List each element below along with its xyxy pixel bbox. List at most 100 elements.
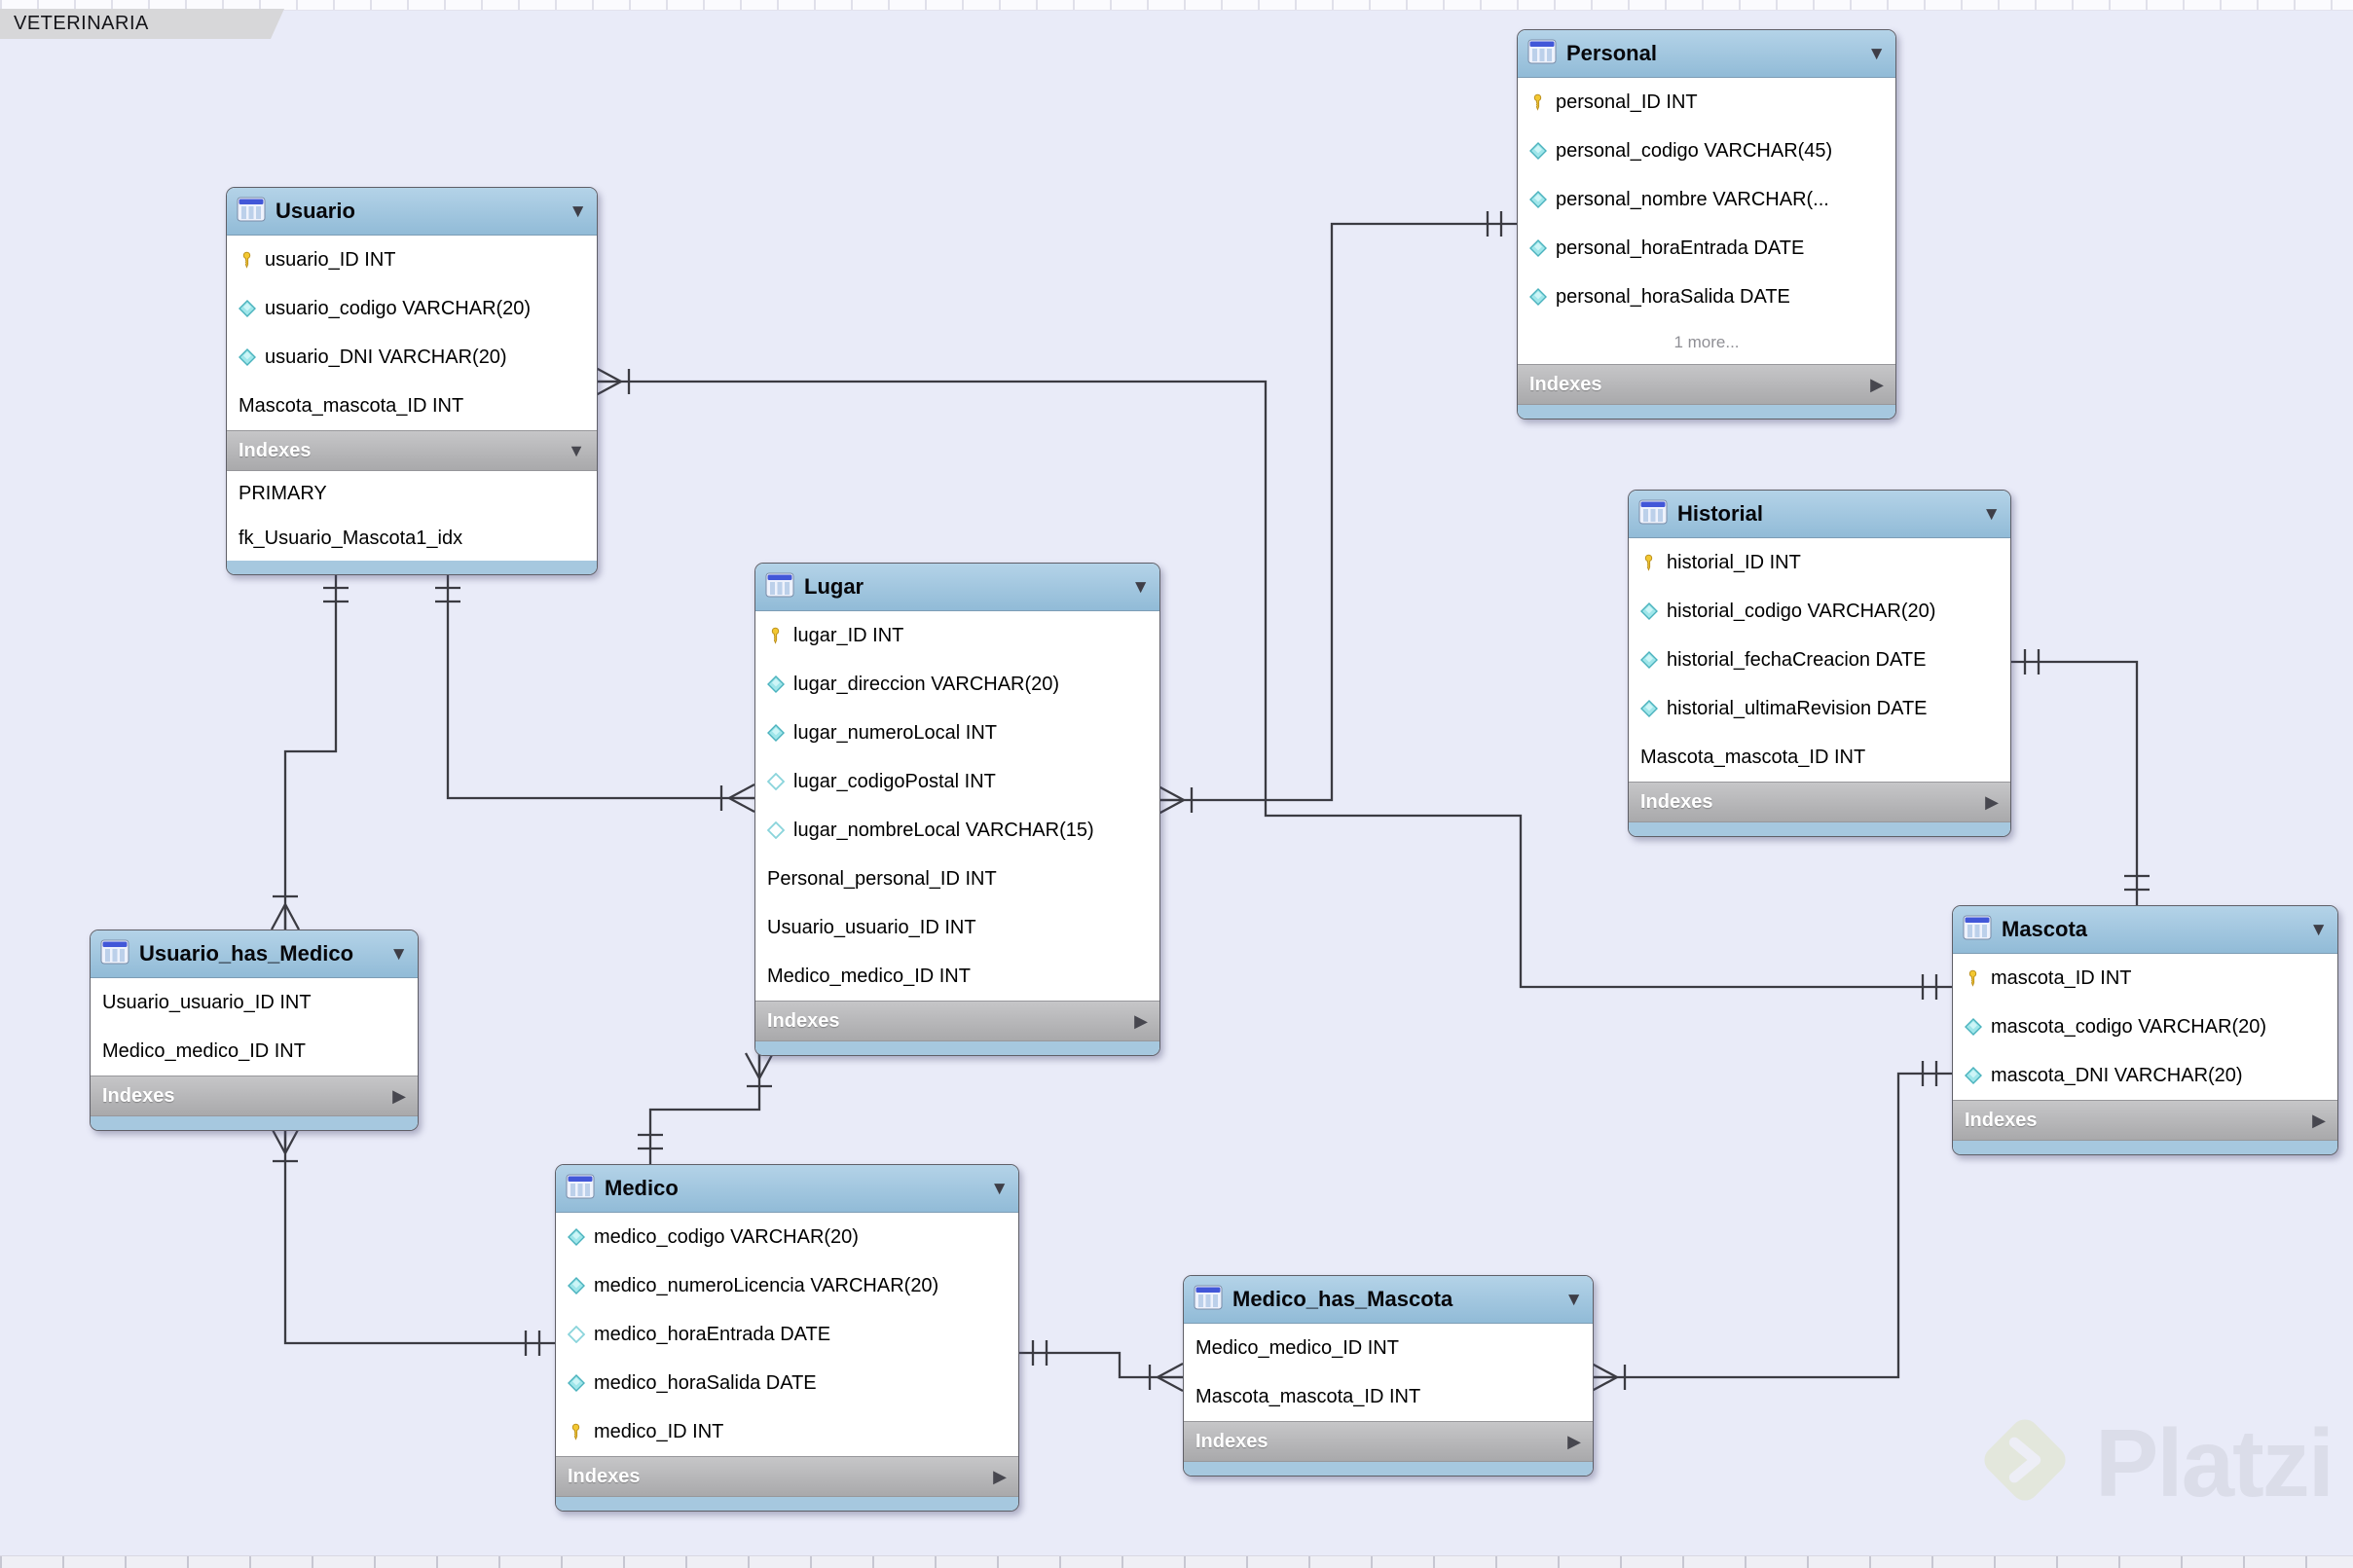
- indexes-bar[interactable]: Indexes▶: [556, 1456, 1018, 1497]
- rel-lugar-personal[interactable]: [1158, 211, 1517, 816]
- field-row[interactable]: lugar_codigoPostal INT: [755, 757, 1159, 806]
- table-collapse-arrow-icon[interactable]: ▼: [1131, 576, 1150, 598]
- indexes-expand-arrow-icon[interactable]: ▶: [1985, 792, 1999, 812]
- field-row[interactable]: lugar_numeroLocal INT: [755, 709, 1159, 757]
- table-title: Usuario_has_Medico: [139, 941, 354, 966]
- field-label: medico_horaSalida DATE: [594, 1371, 817, 1394]
- field-row[interactable]: Medico_medico_ID INT: [755, 952, 1159, 1001]
- bottom-ruler[interactable]: [0, 1555, 2353, 1568]
- table-usuario_has_medico[interactable]: Usuario_has_Medico ▼ Usuario_usuario_ID IN…: [90, 930, 419, 1131]
- indexes-bar[interactable]: Indexes ▶: [1953, 1100, 2337, 1141]
- field-row[interactable]: personal_horaSalida DATE: [1518, 273, 1895, 321]
- field-label: historial_ID INT: [1667, 551, 1801, 573]
- rel-historial-mascota[interactable]: [2009, 649, 2150, 905]
- indexes-expand-arrow-icon[interactable]: ▶: [2312, 1111, 2326, 1130]
- field-row[interactable]: Usuario_usuario_ID INT: [755, 903, 1159, 952]
- field-row[interactable]: Mascota_mascota_ID INT: [1629, 733, 2010, 782]
- table-historial[interactable]: Historial▼ historial_ID INT historial_codi…: [1628, 490, 2011, 837]
- table-collapse-arrow-icon[interactable]: ▼: [569, 201, 587, 222]
- table-header[interactable]: Lugar▼: [755, 564, 1159, 611]
- field-row[interactable]: medico_codigo VARCHAR(20): [556, 1213, 1018, 1261]
- field-row[interactable]: medico_horaEntrada DATE: [556, 1310, 1018, 1359]
- table-medico[interactable]: Medico▼medico_codigo VARCHAR(20)medico_n…: [555, 1164, 1019, 1512]
- field-row[interactable]: Mascota_mascota_ID INT: [1184, 1372, 1593, 1421]
- table-header[interactable]: Usuario_has_Medico ▼: [91, 930, 418, 978]
- indexes-bar[interactable]: Indexes▶: [1184, 1421, 1593, 1462]
- field-row[interactable]: historial_ultimaRevision DATE: [1629, 684, 2010, 733]
- indexes-expand-arrow-icon[interactable]: ▶: [1567, 1432, 1581, 1451]
- table-personal[interactable]: Personal▼ personal_ID INT personal_codigo …: [1517, 29, 1896, 419]
- table-collapse-arrow-icon[interactable]: ▼: [2309, 919, 2328, 940]
- field-row[interactable]: mascota_ID INT: [1953, 954, 2337, 1003]
- rel-usuariohasmedico-usuario[interactable]: [270, 572, 349, 930]
- table-lugar[interactable]: Lugar▼ lugar_ID INT lugar_direccion VARCHA…: [754, 563, 1160, 1056]
- field-label: historial_ultimaRevision DATE: [1667, 697, 1928, 719]
- indexes-bar[interactable]: Indexes ▶: [755, 1001, 1159, 1041]
- field-row[interactable]: historial_fechaCreacion DATE: [1629, 636, 2010, 684]
- table-header[interactable]: Personal▼: [1518, 30, 1895, 78]
- rel-lugar-usuario[interactable]: [435, 572, 755, 814]
- field-row[interactable]: personal_ID INT: [1518, 78, 1895, 127]
- table-collapse-arrow-icon[interactable]: ▼: [389, 943, 408, 965]
- index-row[interactable]: fk_Usuario_Mascota1_idx: [227, 516, 597, 561]
- field-row[interactable]: Medico_medico_ID INT: [91, 1027, 418, 1076]
- table-collapse-arrow-icon[interactable]: ▼: [1564, 1289, 1583, 1310]
- indexes-expand-arrow-icon[interactable]: ▶: [993, 1467, 1007, 1486]
- field-row[interactable]: medico_ID INT: [556, 1407, 1018, 1456]
- table-collapse-arrow-icon[interactable]: ▼: [1867, 43, 1886, 64]
- table-collapse-arrow-icon[interactable]: ▼: [990, 1178, 1009, 1199]
- rel-medicohasmascota-mascota[interactable]: [1591, 1061, 1952, 1393]
- field-label: lugar_ID INT: [793, 624, 904, 646]
- rel-medicohasmascota-medico[interactable]: [1017, 1340, 1184, 1393]
- table-header[interactable]: Mascota▼: [1953, 906, 2337, 954]
- rel-usuario-mascota[interactable]: [595, 366, 1952, 1000]
- table-header[interactable]: Usuario▼: [227, 188, 597, 236]
- table-header[interactable]: Historial▼: [1629, 491, 2010, 538]
- indexes-bar[interactable]: Indexes▼: [227, 430, 597, 471]
- field-row[interactable]: usuario_codigo VARCHAR(20): [227, 284, 597, 333]
- field-row[interactable]: medico_horaSalida DATE: [556, 1359, 1018, 1407]
- table-header[interactable]: Medico_has_Mascota▼: [1184, 1276, 1593, 1324]
- rel-lugar-medico[interactable]: [638, 1052, 775, 1164]
- field-row[interactable]: personal_codigo VARCHAR(45): [1518, 127, 1895, 175]
- field-row[interactable]: usuario_ID INT: [227, 236, 597, 284]
- indexes-bar[interactable]: Indexes▶: [91, 1076, 418, 1116]
- field-row[interactable]: medico_numeroLicencia VARCHAR(20): [556, 1261, 1018, 1310]
- field-label: personal_ID INT: [1556, 91, 1698, 113]
- indexes-expand-arrow-icon[interactable]: ▼: [568, 441, 585, 460]
- table-collapse-arrow-icon[interactable]: ▼: [1982, 503, 2001, 525]
- field-label: personal_codigo VARCHAR(45): [1556, 139, 1833, 162]
- indexes-expand-arrow-icon[interactable]: ▶: [1134, 1011, 1148, 1031]
- field-row[interactable]: Personal_personal_ID INT: [755, 855, 1159, 903]
- field-row[interactable]: lugar_direccion VARCHAR(20): [755, 660, 1159, 709]
- indexes-expand-arrow-icon[interactable]: ▶: [1870, 375, 1884, 394]
- field-row[interactable]: mascota_DNI VARCHAR(20): [1953, 1051, 2337, 1100]
- field-row[interactable]: Usuario_usuario_ID INT: [91, 978, 418, 1027]
- index-row[interactable]: PRIMARY: [227, 471, 597, 516]
- field-row[interactable]: Medico_medico_ID INT: [1184, 1324, 1593, 1372]
- table-icon: [566, 1174, 595, 1204]
- indexes-label: Indexes: [1965, 1109, 2038, 1131]
- field-row[interactable]: Mascota_mascota_ID INT: [227, 382, 597, 430]
- field-row[interactable]: historial_ID INT: [1629, 538, 2010, 587]
- table-header[interactable]: Medico▼: [556, 1165, 1018, 1213]
- rel-usuariohasmedico-medico[interactable]: [270, 1127, 555, 1356]
- field-row[interactable]: usuario_DNI VARCHAR(20): [227, 333, 597, 382]
- field-row[interactable]: personal_nombre VARCHAR(...: [1518, 175, 1895, 224]
- indexes-expand-arrow-icon[interactable]: ▶: [392, 1086, 406, 1106]
- more-fields-row[interactable]: 1 more...: [1673, 333, 1740, 351]
- field-row[interactable]: lugar_nombreLocal VARCHAR(15): [755, 806, 1159, 855]
- diagram-tab-veterinaria[interactable]: VETERINARIA: [0, 9, 284, 39]
- field-row[interactable]: lugar_ID INT: [755, 611, 1159, 660]
- indexes-bar[interactable]: Indexes▶: [1629, 782, 2010, 822]
- platzi-diamond-icon: [1967, 1402, 2083, 1523]
- field-row[interactable]: mascota_codigo VARCHAR(20): [1953, 1003, 2337, 1051]
- indexes-label: Indexes: [767, 1009, 840, 1032]
- field-row[interactable]: personal_horaEntrada DATE: [1518, 224, 1895, 273]
- field-row[interactable]: historial_codigo VARCHAR(20): [1629, 587, 2010, 636]
- indexes-bar[interactable]: Indexes▶: [1518, 364, 1895, 405]
